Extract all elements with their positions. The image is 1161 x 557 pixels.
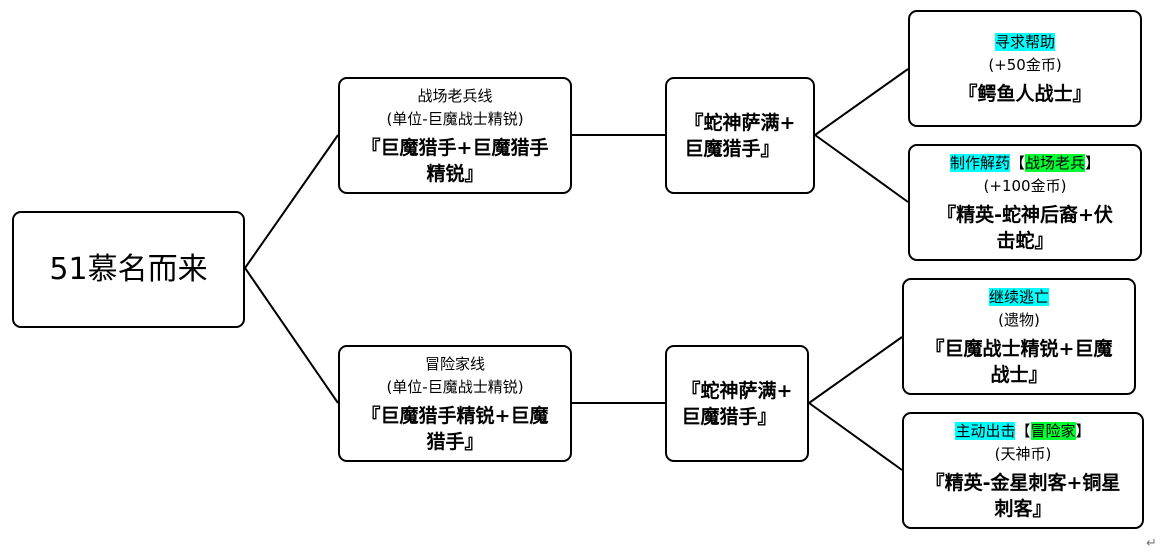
upper-mid-node: 『蛇神萨满+巨魔猎手』	[665, 77, 815, 194]
leaf-seek-help-reward: (+50金币)	[988, 55, 1062, 74]
upper-mid-label: 『蛇神萨满+巨魔猎手』	[684, 111, 796, 160]
leaf-attack: 主动出击【冒险家】 (天神币) 『精英-金星刺客+铜星刺客』	[902, 412, 1144, 529]
upper-branch-combo: 『巨魔猎手+巨魔猎手精锐』	[361, 136, 549, 185]
lower-branch-title: 冒险家线	[424, 354, 485, 373]
lower-mid-node: 『蛇神萨满+巨魔猎手』	[665, 345, 809, 462]
upper-branch-title: 战场老兵线	[417, 86, 493, 105]
leaf-make-antidote-title: 制作解药【战场老兵】	[949, 153, 1101, 172]
leaf-keep-fleeing-combo: 『巨魔战士精锐+巨魔战士』	[925, 337, 1113, 386]
leaf-keep-fleeing-title: 继续逃亡	[988, 287, 1049, 306]
leaf-seek-help-title: 寻求帮助	[994, 32, 1055, 51]
leaf-attack-combo: 『精英-金星刺客+铜星刺客』	[925, 471, 1121, 520]
lower-branch-node: 冒险家线 (单位-巨魔战士精锐) 『巨魔猎手精锐+巨魔猎手』	[338, 345, 572, 462]
upper-branch-sub: (单位-巨魔战士精锐)	[386, 109, 524, 128]
edge-mid2-leaf3	[808, 336, 903, 404]
paragraph-mark: ↵	[1146, 536, 1157, 551]
leaf-make-antidote: 制作解药【战场老兵】 (+100金币) 『精英-蛇神后裔+伏击蛇』	[908, 144, 1142, 261]
leaf-keep-fleeing-reward: (遗物)	[998, 310, 1040, 329]
lower-mid-label: 『蛇神萨满+巨魔猎手』	[681, 379, 793, 428]
leaf-make-antidote-combo: 『精英-蛇神后裔+伏击蛇』	[937, 203, 1113, 252]
lower-branch-combo: 『巨魔猎手精锐+巨魔猎手』	[361, 404, 549, 453]
root-label: 51慕名而来	[49, 251, 208, 287]
edge-mid2-leaf4	[808, 402, 903, 471]
leaf-make-antidote-reward: (+100金币)	[983, 176, 1067, 195]
leaf-seek-help: 寻求帮助 (+50金币) 『鳄鱼人战士』	[908, 10, 1142, 127]
leaf-attack-reward: (天神币)	[994, 444, 1052, 463]
lower-branch-sub: (单位-巨魔战士精锐)	[386, 377, 524, 396]
leaf-keep-fleeing: 继续逃亡 (遗物) 『巨魔战士精锐+巨魔战士』	[902, 278, 1136, 395]
edge-mid1-leaf2	[814, 134, 909, 203]
edge-root-lower	[244, 267, 339, 404]
root-node: 51慕名而来	[12, 211, 245, 328]
leaf-attack-title: 主动出击【冒险家】	[955, 421, 1091, 440]
edge-root-upper	[244, 134, 339, 269]
upper-branch-node: 战场老兵线 (单位-巨魔战士精锐) 『巨魔猎手+巨魔猎手精锐』	[338, 77, 572, 194]
edge-mid1-leaf1	[814, 68, 909, 136]
leaf-seek-help-combo: 『鳄鱼人战士』	[958, 82, 1092, 105]
